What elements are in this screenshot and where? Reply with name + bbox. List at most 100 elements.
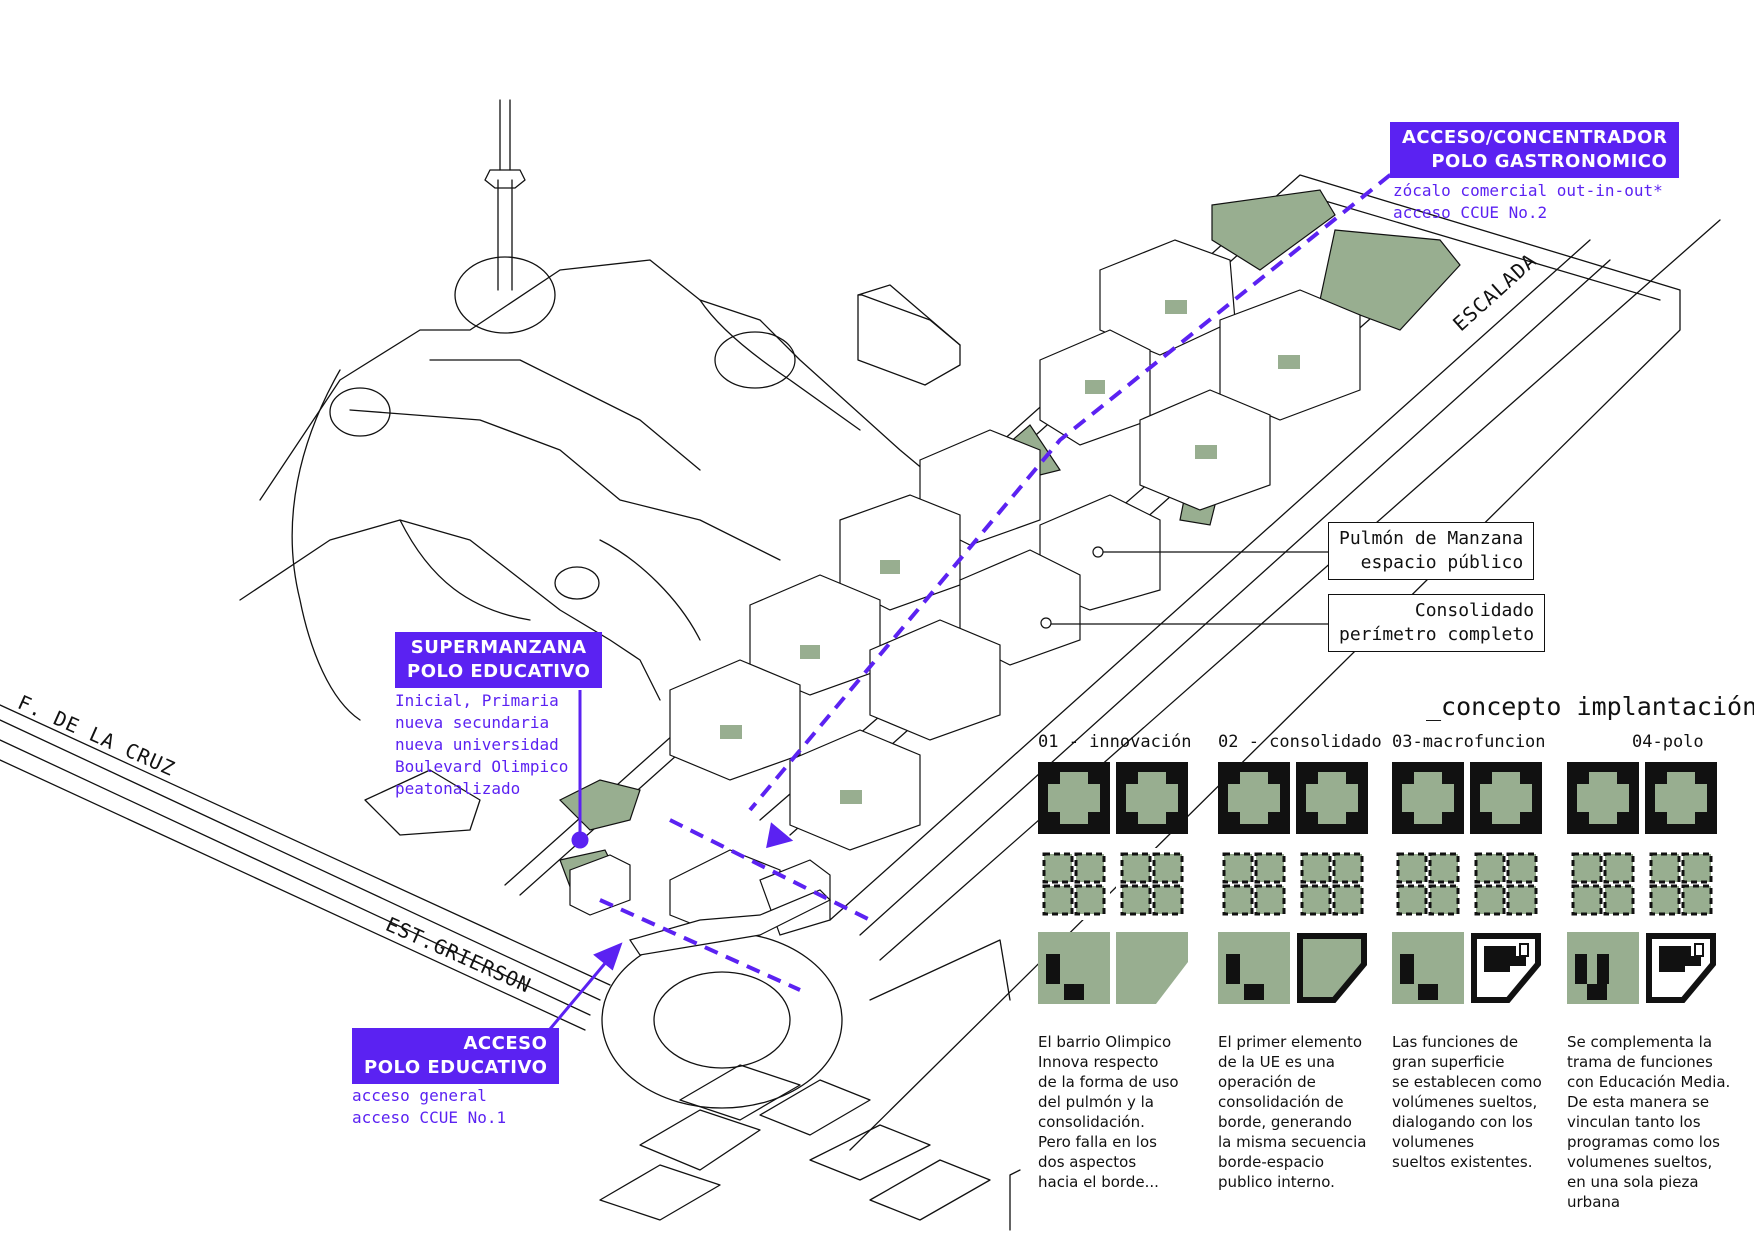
lower-block	[639, 1109, 761, 1171]
concept-desc-line: de la forma de uso	[1038, 1073, 1179, 1091]
escalada-avenue-edge3	[879, 219, 1721, 961]
school-building	[569, 854, 631, 916]
lower-block	[1009, 1169, 1021, 1231]
label-acceso-sub: acceso general acceso CCUE No.1	[352, 1085, 506, 1129]
building-block	[869, 619, 1001, 741]
park-path	[349, 409, 781, 561]
concept-tile-lot	[1567, 932, 1639, 1004]
label-supermanzana-line2: POLO EDUCATIVO	[407, 661, 591, 682]
concept-tile-lot	[1470, 932, 1542, 1004]
concept-desc-line: publico interno.	[1218, 1173, 1335, 1191]
park-path	[699, 299, 861, 431]
park-path	[239, 519, 661, 701]
concept-tile-grid	[1470, 848, 1542, 920]
roundabout-outer	[601, 931, 843, 1109]
park-circle	[329, 387, 391, 437]
concept-desc-line: gran superficie	[1392, 1053, 1505, 1071]
concept-tile-cross	[1470, 762, 1542, 834]
green-park-top	[1211, 189, 1336, 271]
label-supermanzana-sub-line: nueva universidad	[395, 735, 559, 754]
label-supermanzana-sub-line: peatonalizado	[395, 779, 521, 798]
cruz-avenue-edge4	[0, 759, 586, 1031]
concept-desc-line: borde-espacio	[1218, 1153, 1325, 1171]
concept-desc-line: De esta manera se	[1567, 1093, 1710, 1111]
lower-block	[679, 1064, 801, 1121]
concept-desc-line: volumenes	[1392, 1133, 1475, 1151]
concept-col-title-4: 04-polo	[1632, 732, 1704, 752]
concept-desc-line: consolidación de	[1218, 1093, 1344, 1111]
green-park-top2	[1319, 229, 1461, 331]
concept-desc-3: Las funciones de gran superficie se esta…	[1392, 1032, 1564, 1172]
concept-desc-line: vinculan tanto los	[1567, 1113, 1701, 1131]
courtyard	[840, 790, 862, 804]
east-building	[869, 939, 1011, 1001]
concept-col-title-3: 03-macrofuncion	[1392, 732, 1546, 752]
school-ring	[629, 889, 832, 956]
label-acceso: ACCESO POLO EDUCATIVO	[352, 1028, 560, 1084]
concept-tile-grid	[1645, 848, 1717, 920]
concept-desc-line: trama de funciones	[1567, 1053, 1713, 1071]
concept-desc-line: El barrio Olimpico	[1038, 1033, 1172, 1051]
label-supermanzana: SUPERMANZANA POLO EDUCATIVO	[395, 632, 603, 688]
concept-tile-grid	[1567, 848, 1639, 920]
concept-tile-grid	[1392, 848, 1464, 920]
supermanzana-marker	[571, 831, 589, 849]
concept-desc-line: operación de	[1218, 1073, 1316, 1091]
label-gastro-line2: POLO GASTRONOMICO	[1431, 151, 1668, 172]
arrow-acceso-head	[593, 942, 623, 971]
courtyard	[1165, 300, 1187, 314]
concept-tile-grid	[1116, 848, 1188, 920]
concept-desc-line: urbana	[1567, 1193, 1621, 1211]
concept-desc-line: dos aspectos	[1038, 1153, 1137, 1171]
concept-desc-line: sueltos existentes.	[1392, 1153, 1533, 1171]
label-supermanzana-sub: Inicial, Primaria nueva secundaria nueva…	[395, 690, 568, 800]
concept-desc-1: El barrio Olimpico Innova respecto de la…	[1038, 1032, 1210, 1192]
building-block	[669, 659, 801, 781]
label-consolidado-line1: Consolidado	[1414, 600, 1535, 621]
park-circle	[554, 566, 600, 600]
label-pulmon: Pulmón de Manzana espacio público	[1328, 522, 1535, 580]
green-patch	[558, 779, 641, 831]
concept-desc-line: borde, generando	[1218, 1113, 1352, 1131]
cruz-avenue-edge	[0, 704, 611, 986]
west-building	[364, 769, 481, 836]
concept-desc-4: Se complementa la trama de funciones con…	[1567, 1032, 1739, 1212]
label-supermanzana-sub-line: nueva secundaria	[395, 713, 550, 732]
concept-desc-line: Se complementa la	[1567, 1033, 1713, 1051]
tower-shaft	[497, 179, 513, 291]
courtyard	[880, 560, 900, 574]
concept-desc-line: volumenes sueltos,	[1567, 1153, 1713, 1171]
access-route-cross	[669, 818, 871, 922]
concept-desc-line: volúmenes sueltos,	[1392, 1093, 1538, 1111]
park-path	[599, 539, 701, 641]
park-path	[291, 369, 361, 721]
label-pulmon-line1: Pulmón de Manzana	[1339, 528, 1524, 549]
concept-col-title-1: 01 - innovación	[1038, 732, 1192, 752]
concept-desc-line: se establecen como	[1392, 1073, 1542, 1091]
cruz-avenue-edge2	[0, 719, 601, 1001]
arrow-acceso-line	[543, 954, 614, 1036]
concept-tile-cross	[1038, 762, 1110, 834]
label-consolidado-line2: perímetro completo	[1339, 624, 1535, 645]
park-path	[429, 359, 701, 471]
concept-tile-lot	[1038, 932, 1110, 1004]
concept-desc-2: El primer elemento de la UE es una opera…	[1218, 1032, 1390, 1192]
concept-desc-line: Pero falla en los	[1038, 1133, 1157, 1151]
concept-tile-grid	[1038, 848, 1110, 920]
label-pulmon-line2: espacio público	[1360, 552, 1524, 573]
tower-top	[484, 169, 526, 189]
concept-desc-line: Las funciones de	[1392, 1033, 1519, 1051]
concept-desc-line: El primer elemento	[1218, 1033, 1363, 1051]
concept-tile-lot	[1116, 932, 1188, 1004]
park-circle	[714, 331, 796, 389]
lower-block	[809, 1124, 931, 1181]
label-acceso-line2: POLO EDUCATIVO	[364, 1057, 548, 1078]
concept-title: _concepto implantación	[1426, 692, 1754, 721]
concept-desc-line: la misma secuencia	[1218, 1133, 1367, 1151]
label-gastro-sub1: zócalo comercial out-in-out*	[1393, 181, 1663, 200]
concept-tile-grid	[1296, 848, 1368, 920]
label-acceso-sub1: acceso general	[352, 1086, 487, 1105]
escalada-avenue-edge2	[859, 259, 1611, 936]
concept-desc-line: en una sola pieza	[1567, 1173, 1699, 1191]
